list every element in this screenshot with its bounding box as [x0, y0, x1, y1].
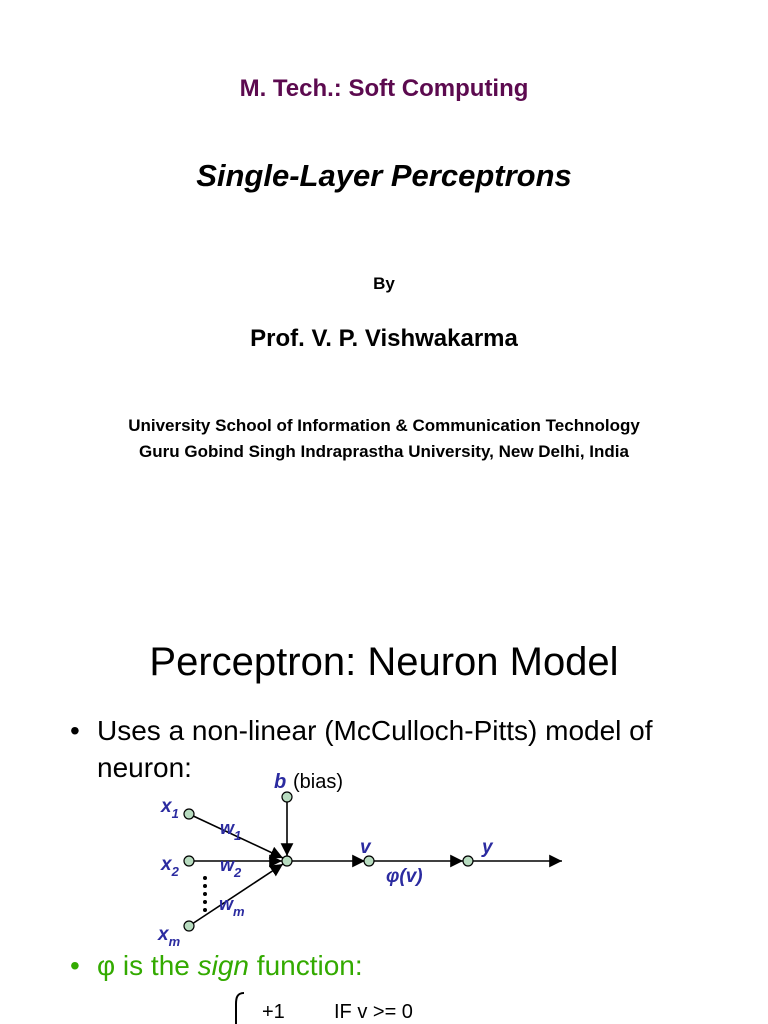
bullet-sign-prefix: φ is the — [97, 950, 198, 981]
xm-label: x — [157, 924, 170, 945]
bullet-model-text: Uses a non-linear (McCulloch-Pitts) mode… — [97, 715, 653, 783]
bullet-sign-suffix: function: — [249, 950, 363, 981]
w2-sub: 2 — [233, 865, 242, 880]
edge-x1 — [188, 813, 284, 859]
w2-label: w — [220, 855, 235, 875]
svg-text:x1: x1 — [160, 796, 179, 821]
bullet-sign-function: • φ is the sign function: — [70, 950, 363, 982]
bullet-dot: • — [70, 715, 80, 746]
institution-line-2: Guru Gobind Singh Indraprastha Universit… — [139, 442, 629, 461]
y-label: y — [481, 837, 494, 858]
node-v — [363, 855, 375, 867]
node-y — [462, 855, 474, 867]
wm-sub: m — [233, 904, 245, 919]
node-x1 — [183, 808, 195, 820]
node-xm — [183, 920, 195, 932]
xm-sub: m — [169, 934, 181, 949]
institution-line-1: University School of Information & Commu… — [128, 416, 640, 435]
bias-symbol: b — [274, 771, 286, 793]
edge-xm — [188, 863, 284, 927]
author-name: Prof. V. P. Vishwakarma — [250, 325, 518, 352]
bullet-model: • Uses a non-linear (McCulloch-Pitts) mo… — [70, 712, 710, 786]
node-bias — [281, 791, 293, 803]
course-title: M. Tech.: Soft Computing — [239, 75, 529, 102]
x2-sub: 2 — [171, 864, 180, 879]
bullet-dot: • — [70, 950, 80, 981]
x2-label: x — [160, 854, 173, 875]
bullet-sign-italic: sign — [197, 950, 250, 981]
svg-text:xm: xm — [157, 924, 181, 949]
lecture-title: Single-Layer Perceptrons — [196, 158, 572, 193]
svg-text:wm: wm — [219, 894, 245, 919]
by-label: By — [373, 274, 395, 293]
bias-label: (bias) — [293, 771, 343, 793]
wm-label: w — [219, 894, 234, 914]
slide-title: Perceptron: Neuron Model — [149, 640, 619, 684]
x1-sub: 1 — [172, 806, 179, 821]
node-x2 — [183, 855, 195, 867]
formula-brace-icon — [235, 992, 245, 1024]
w1-label: w — [220, 818, 235, 838]
svg-text:w1: w1 — [220, 818, 241, 843]
svg-text:w2: w2 — [220, 855, 242, 880]
phi-label: φ(v) — [386, 866, 423, 887]
svg-text:x2: x2 — [160, 854, 180, 879]
ellipsis-dots — [203, 876, 207, 912]
x1-label: x — [160, 796, 173, 817]
v-label: v — [360, 837, 372, 858]
formula-condition: IF v >= 0 — [334, 1001, 413, 1023]
neuron-diagram: b (bias) x1 x2 xm w1 w2 wm v φ(v) y — [157, 771, 562, 949]
w1-sub: 1 — [234, 828, 241, 843]
node-sum — [281, 855, 293, 867]
formula-value: +1 — [262, 1001, 285, 1023]
